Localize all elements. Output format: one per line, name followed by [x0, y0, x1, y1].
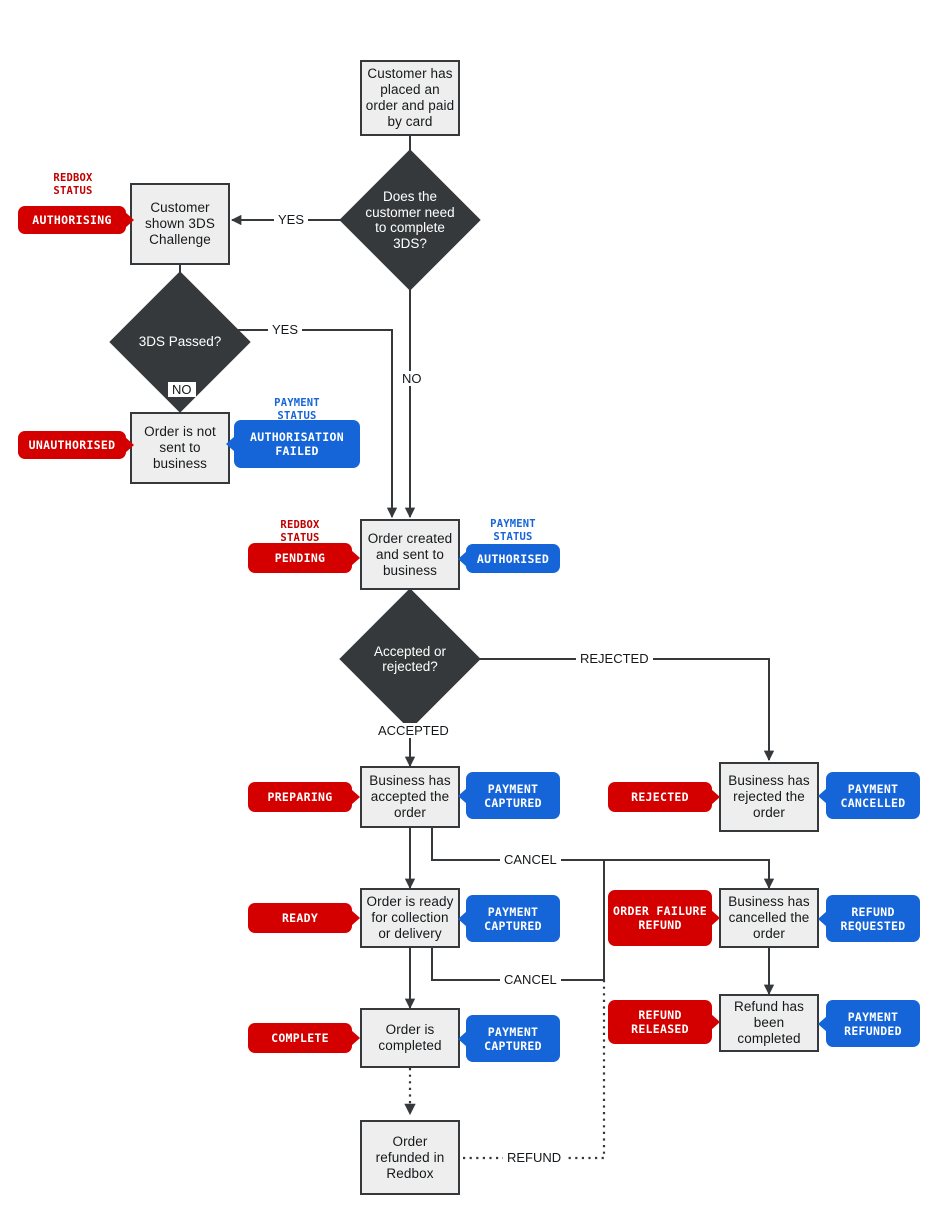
- badge-payment-captured-ready[interactable]: PAYMENT CAPTURED: [458, 895, 560, 942]
- node-accepted-or-rejected-label: Accepted or rejected?: [373, 643, 447, 675]
- node-order-not-sent[interactable]: Order is not sent to business: [130, 412, 230, 484]
- edge-label-cancel-ready: CANCEL: [500, 972, 561, 987]
- badge-redbox-authorising[interactable]: AUTHORISING: [18, 206, 134, 234]
- node-order-ready[interactable]: Order is ready for collection or deliver…: [360, 888, 460, 948]
- badge-redbox-pending[interactable]: PENDING: [248, 543, 360, 573]
- node-business-cancelled-label: Business has cancelled the order: [728, 894, 810, 941]
- node-shown-3ds[interactable]: Customer shown 3DS Challenge: [130, 183, 230, 265]
- badge-payment-authorised[interactable]: AUTHORISED: [458, 544, 560, 573]
- node-order-completed[interactable]: Order is completed: [360, 1008, 460, 1068]
- node-need-3ds[interactable]: Does the customer need to complete 3DS?: [339, 149, 481, 291]
- node-business-cancelled[interactable]: Business has cancelled the order: [719, 888, 819, 948]
- badge-redbox-preparing[interactable]: PREPARING: [248, 782, 360, 812]
- badge-payment-cancelled[interactable]: PAYMENT CANCELLED: [818, 772, 920, 819]
- node-order-refunded-redbox[interactable]: Order refunded in Redbox: [360, 1120, 460, 1195]
- node-accepted-or-rejected[interactable]: Accepted or rejected?: [339, 588, 481, 730]
- edge-label-rejected: REJECTED: [576, 651, 653, 666]
- caption-payment-status-authorised: PAYMENT STATUS: [490, 518, 536, 543]
- caption-payment-status-auth-failed: PAYMENT STATUS: [274, 397, 320, 422]
- node-need-3ds-label: Does the customer need to complete 3DS?: [365, 189, 455, 251]
- node-refund-completed-label: Refund has been completed: [733, 999, 805, 1046]
- edge-label-yes-3ds: YES: [274, 212, 309, 227]
- node-order-refunded-redbox-label: Order refunded in Redbox: [375, 1133, 445, 1181]
- edge-accepted-cancel: [431, 828, 775, 890]
- edge-label-cancel-accepted: CANCEL: [500, 852, 561, 867]
- node-3ds-passed[interactable]: 3DS Passed?: [109, 271, 251, 413]
- edge-label-no-passed: NO: [168, 382, 196, 397]
- node-business-accepted[interactable]: Business has accepted the order: [360, 766, 460, 828]
- edge-label-refund: REFUND: [503, 1150, 566, 1165]
- caption-redbox-status-pending: REDBOX STATUS: [280, 519, 320, 544]
- node-order-placed-label: Customer has placed an order and paid by…: [365, 66, 455, 129]
- node-order-created-label: Order created and sent to business: [367, 530, 453, 578]
- node-business-rejected-label: Business has rejected the order: [728, 773, 810, 820]
- badge-redbox-complete[interactable]: COMPLETE: [248, 1023, 360, 1053]
- node-order-created[interactable]: Order created and sent to business: [360, 519, 460, 590]
- badge-redbox-rejected[interactable]: REJECTED: [608, 782, 720, 812]
- node-3ds-passed-label: 3DS Passed?: [138, 334, 222, 350]
- badge-payment-refund-requested[interactable]: REFUND REQUESTED: [818, 895, 920, 942]
- edge-label-accepted: ACCEPTED: [374, 723, 453, 738]
- edge-label-yes-passed: YES: [268, 322, 303, 337]
- node-order-ready-label: Order is ready for collection or deliver…: [366, 894, 454, 941]
- badge-redbox-order-failure-refund[interactable]: ORDER FAILURE REFUND: [608, 890, 720, 946]
- badge-payment-refunded[interactable]: PAYMENT REFUNDED: [818, 1000, 920, 1047]
- node-business-rejected[interactable]: Business has rejected the order: [719, 762, 819, 832]
- node-order-placed[interactable]: Customer has placed an order and paid by…: [360, 60, 460, 136]
- badge-redbox-ready[interactable]: READY: [248, 903, 360, 933]
- badge-payment-captured-completed[interactable]: PAYMENT CAPTURED: [458, 1015, 560, 1062]
- edge-label-no-3ds: NO: [398, 371, 426, 386]
- node-order-not-sent-label: Order is not sent to business: [144, 424, 216, 471]
- node-order-completed-label: Order is completed: [378, 1022, 442, 1053]
- badge-payment-authorisation-failed[interactable]: AUTHORISATION FAILED: [226, 420, 360, 468]
- badge-redbox-unauthorised[interactable]: UNAUTHORISED: [18, 431, 134, 459]
- badge-payment-captured-accepted[interactable]: PAYMENT CAPTURED: [458, 772, 560, 819]
- badge-redbox-refund-released[interactable]: REFUND RELEASED: [608, 1000, 720, 1044]
- node-refund-completed[interactable]: Refund has been completed: [719, 994, 819, 1052]
- node-shown-3ds-label: Customer shown 3DS Challenge: [145, 200, 215, 247]
- edge-decision-rejected: [460, 658, 775, 762]
- edge-refund-dotted-trunk: [460, 980, 606, 1160]
- caption-redbox-status-authorising: REDBOX STATUS: [53, 172, 93, 197]
- node-business-accepted-label: Business has accepted the order: [369, 773, 451, 820]
